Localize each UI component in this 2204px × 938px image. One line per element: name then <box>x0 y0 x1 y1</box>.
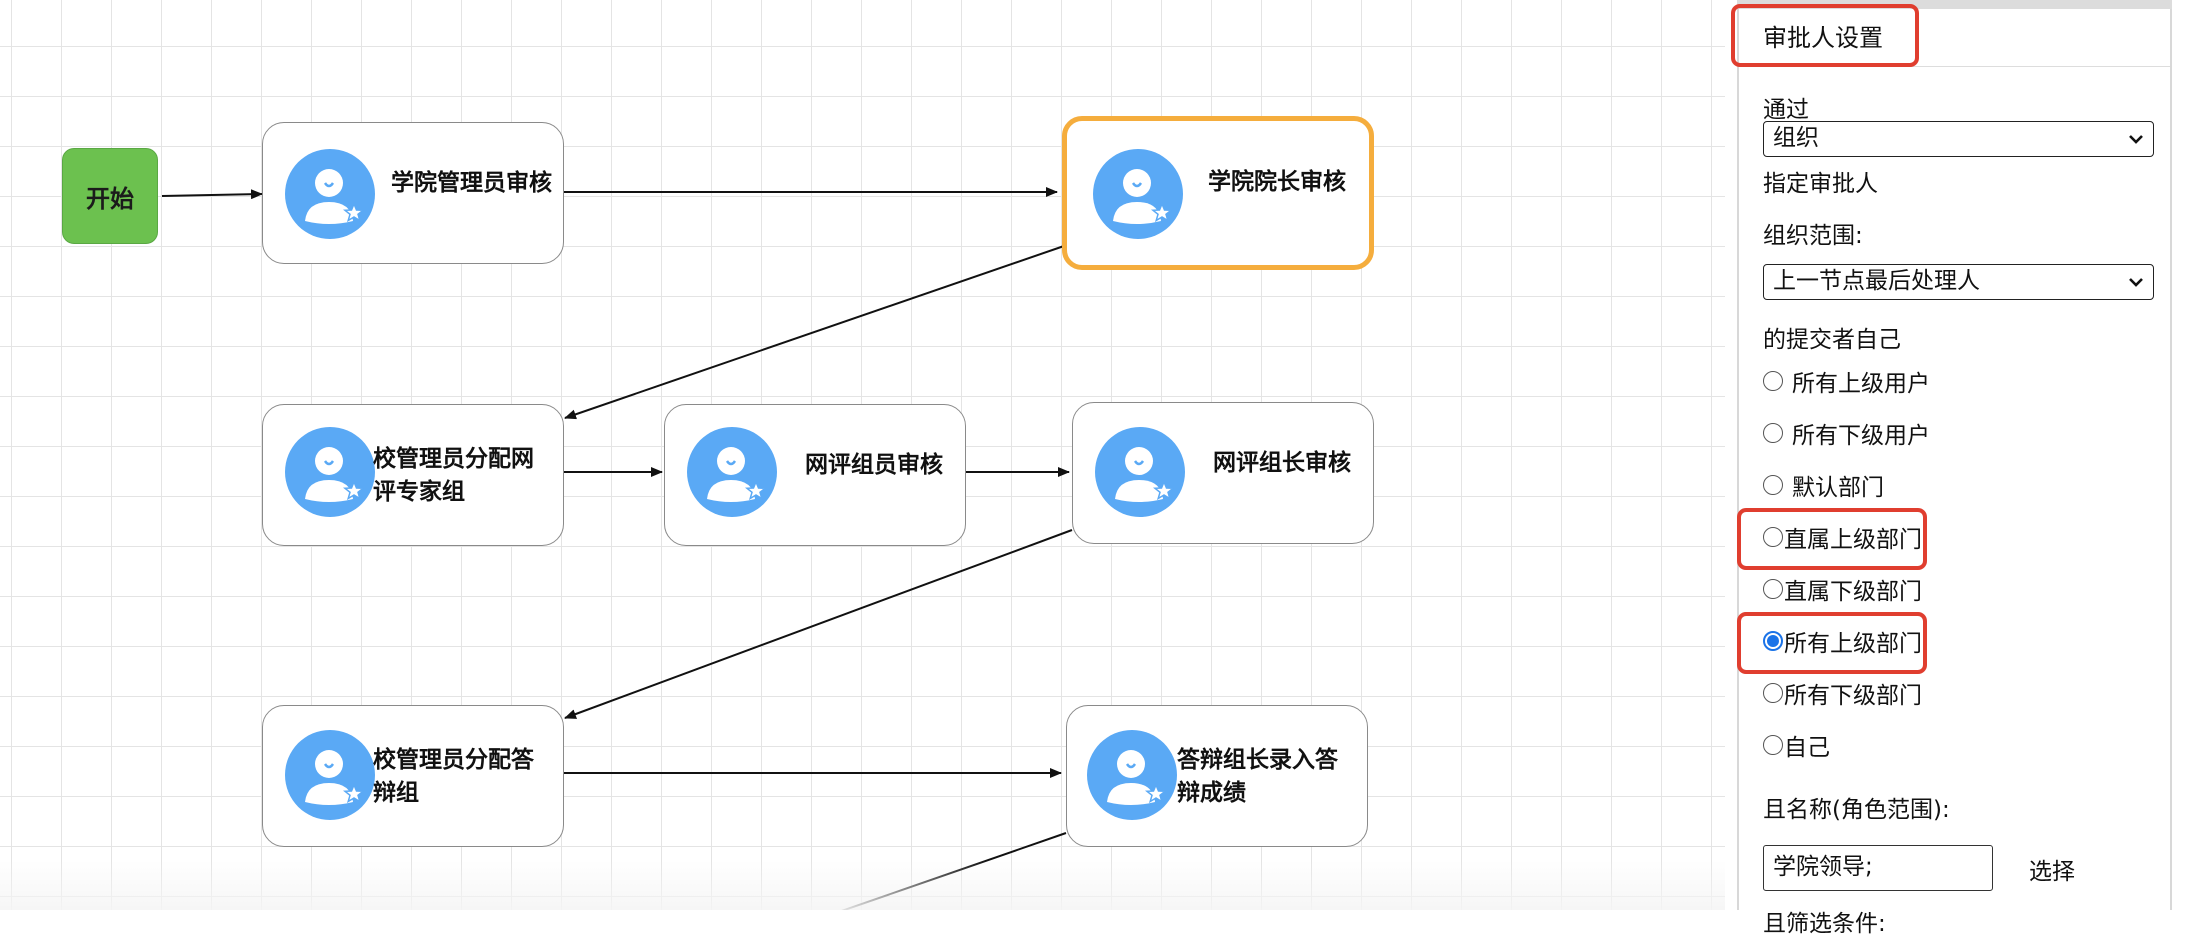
radio-button-checked[interactable] <box>1763 631 1783 651</box>
filter-condition-label: 且筛选条件: <box>1763 911 1886 937</box>
radio-label: 所有上级用户 <box>1792 371 1930 397</box>
start-node[interactable]: 开始 <box>62 148 158 244</box>
pass-select[interactable]: 组织 <box>1763 121 2154 157</box>
radio-all-subordinate-users[interactable]: 所有下级用户 <box>1763 417 1930 449</box>
node-label-line2: 辩组 <box>373 780 419 806</box>
user-avatar-icon <box>687 427 777 517</box>
flow-node-college-dean[interactable]: 学院院长审核 <box>1062 116 1374 270</box>
user-avatar-icon <box>285 427 375 517</box>
radio-label: 直属下级部门 <box>1784 579 1922 605</box>
start-node-label: 开始 <box>86 184 134 213</box>
radio-label: 默认部门 <box>1792 475 1884 501</box>
radio-all-subordinate-departments[interactable]: 所有下级部门 <box>1763 677 1922 709</box>
chevron-down-icon <box>2129 278 2143 287</box>
radio-direct-superior-department[interactable]: 直属上级部门 <box>1763 521 1922 553</box>
flow-node-defense-leader-score[interactable]: 答辩组长录入答 辩成绩 <box>1066 705 1368 847</box>
node-label-line1: 校管理员分配答 <box>373 747 534 773</box>
radio-button[interactable] <box>1763 527 1783 547</box>
chevron-down-icon <box>2129 135 2143 144</box>
role-range-input[interactable]: 学院领导; <box>1763 845 1993 891</box>
radio-button[interactable] <box>1763 475 1783 495</box>
radio-self[interactable]: 自己 <box>1763 729 1830 761</box>
user-avatar-icon <box>1093 149 1183 239</box>
flow-edges <box>161 187 1073 910</box>
radio-direct-subordinate-department[interactable]: 直属下级部门 <box>1763 573 1922 605</box>
radio-button[interactable] <box>1763 735 1783 755</box>
node-label-line1: 答辩组长录入答 <box>1177 747 1338 773</box>
edge-leader-to-assign-defense <box>564 529 1073 719</box>
submitter-label: 的提交者自己 <box>1763 327 1901 353</box>
node-label-line1: 学院管理员审核 <box>391 170 552 196</box>
edge-score-to-next <box>841 832 1067 910</box>
node-label-line1: 网评组长审核 <box>1213 450 1351 476</box>
flow-node-review-leader[interactable]: 网评组长审核 <box>1072 402 1374 544</box>
radio-all-superior-departments[interactable]: 所有上级部门 <box>1763 625 1922 657</box>
radio-label: 所有下级用户 <box>1792 423 1930 449</box>
role-range-label: 且名称(角色范围): <box>1763 797 1950 823</box>
radio-button[interactable] <box>1763 371 1783 391</box>
radio-default-department[interactable]: 默认部门 <box>1763 469 1884 501</box>
user-avatar-icon <box>285 149 375 239</box>
radio-all-superior-users[interactable]: 所有上级用户 <box>1763 365 1930 397</box>
flow-node-college-admin[interactable]: 学院管理员审核 <box>262 122 564 264</box>
radio-button[interactable] <box>1763 683 1783 703</box>
approver-settings-panel: 审批人设置 通过 组织 指定审批人 组织范围: 上一节点最后处理人 的提交者自己… <box>1731 4 2172 937</box>
pass-label: 通过 <box>1763 97 1809 123</box>
role-range-input-value: 学院领导; <box>1773 854 1873 880</box>
node-label-line2: 评专家组 <box>373 479 465 505</box>
panel-title: 审批人设置 <box>1763 24 1883 52</box>
scope-select[interactable]: 上一节点最后处理人 <box>1763 264 2154 300</box>
radio-label: 所有下级部门 <box>1784 683 1922 709</box>
radio-button[interactable] <box>1763 423 1783 443</box>
panel-scrollbar-area <box>2174 0 2204 910</box>
radio-label: 所有上级部门 <box>1784 631 1922 657</box>
flow-node-assign-review-group[interactable]: 校管理员分配网 评专家组 <box>262 404 564 546</box>
select-role-button[interactable]: 选择 <box>2029 859 2075 885</box>
scope-label: 组织范围: <box>1763 223 1863 249</box>
radio-label: 直属上级部门 <box>1784 527 1922 553</box>
assign-approver-label: 指定审批人 <box>1763 171 1878 197</box>
node-label-line2: 辩成绩 <box>1177 780 1246 806</box>
edge-start-to-college-admin <box>161 189 263 200</box>
panel-header: 审批人设置 <box>1739 9 2170 67</box>
user-avatar-icon <box>1087 730 1177 820</box>
panel-top-bar <box>1737 0 2172 9</box>
flow-node-assign-defense-group[interactable]: 校管理员分配答 辩组 <box>262 705 564 847</box>
radio-label: 自己 <box>1784 735 1830 761</box>
user-avatar-icon <box>1095 427 1185 517</box>
node-label-line1: 网评组员审核 <box>805 452 943 478</box>
edge-dean-to-assign-review <box>564 245 1065 420</box>
radio-button[interactable] <box>1763 579 1783 599</box>
flow-canvas[interactable]: 开始 学院管理员审核 学院院长审核 <box>0 0 1725 910</box>
flow-node-review-member[interactable]: 网评组员审核 <box>664 404 966 546</box>
user-avatar-icon <box>285 730 375 820</box>
node-label-line1: 校管理员分配网 <box>373 446 534 472</box>
scope-select-value: 上一节点最后处理人 <box>1773 268 1980 294</box>
node-label-line1: 学院院长审核 <box>1208 169 1346 195</box>
pass-select-value: 组织 <box>1773 125 1819 151</box>
